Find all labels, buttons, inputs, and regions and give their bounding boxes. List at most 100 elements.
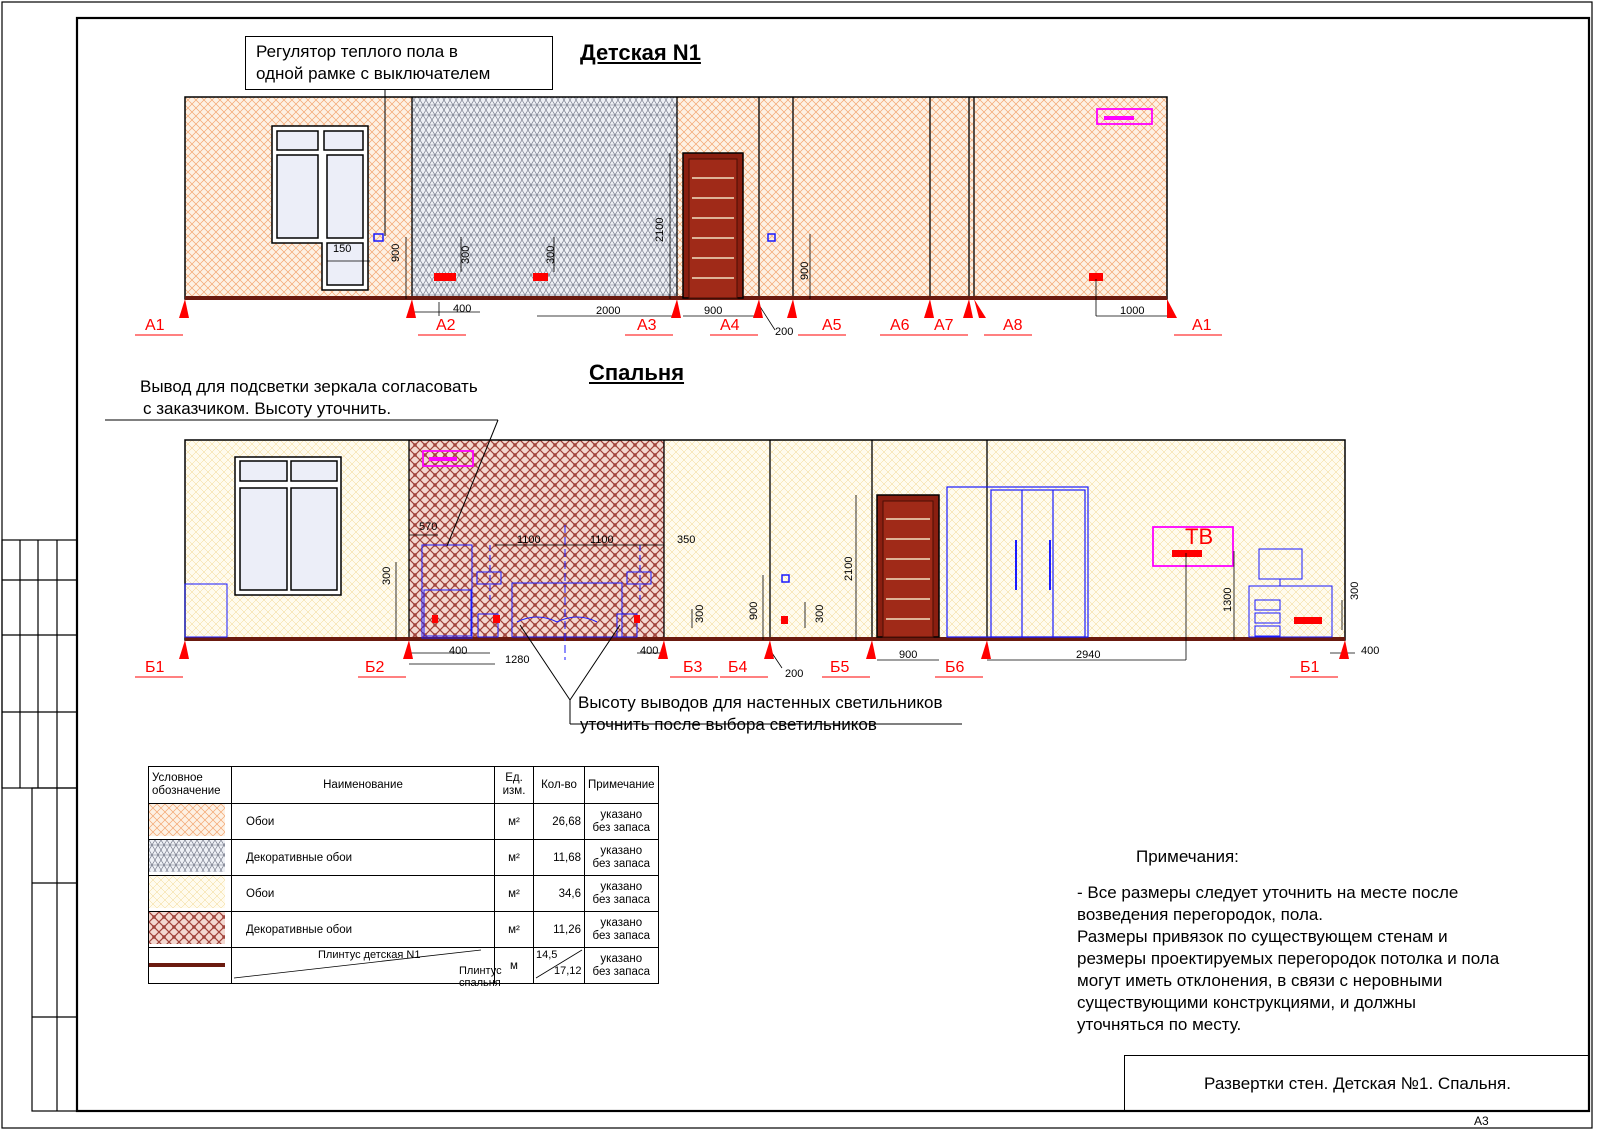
dim-label: 300 [545,245,557,264]
sheet-format: А3 [1474,1114,1489,1128]
legend-name: Обои [231,803,495,840]
header-unit-line: изм. [502,785,526,797]
dim-label: 2940 [1076,649,1101,661]
header-symbol: Условное обозначение [148,766,232,804]
dim-label: 150 [333,243,352,255]
kids-room-title: Детская N1 [580,40,701,65]
marker-a1: А1 [145,317,165,334]
wall-lights-callout: Высоту выводов для настенных светильнико… [578,692,943,736]
dim-label: 200 [775,326,794,338]
section-marker-lines [135,334,1338,678]
note-line: указано [600,880,643,893]
note-line: без запаса [592,893,651,906]
dim-label: 300 [694,604,706,623]
dim-label: 300 [814,604,826,623]
dim-label: 400 [453,303,472,315]
kids-window [271,125,369,291]
kids-socket-3 [1089,273,1103,281]
callout-line: с заказчиком. Высоту уточнить. [143,399,392,418]
note-line: без запаса [592,929,651,942]
bedroom-door [876,494,940,638]
materials-legend: Условное обозначение Наименование Ед. из… [148,766,659,989]
legend-name: Обои [231,875,495,912]
floor-heating-callout: Регулятор теплого пола в одной рамке с в… [245,36,553,90]
dim-label: 300 [381,566,393,585]
legend-plinth-qty: 14,5 17,12 [533,947,585,984]
dim-label: 900 [390,243,402,262]
legend-unit: м [494,947,534,984]
marker-b3: Б3 [683,659,703,676]
bedroom-socket-1 [432,615,438,623]
dim-label: 400 [640,645,659,657]
dim-label: 200 [785,668,804,680]
marker-a3: А3 [637,317,657,334]
dim-label: 400 [1361,645,1380,657]
kids-floor-heating-regulator [373,233,384,242]
callout-line: уточнить после выбора светильников [580,715,877,734]
callout-leaders [105,83,962,725]
bedroom-radiator [184,583,228,638]
dim-label: 2000 [596,305,621,317]
callout-line: Высоту выводов для настенных светильнико… [578,693,943,712]
swatch-yellow-wallpaper [148,875,232,912]
note-line: без запаса [592,965,651,978]
marker-b2: Б2 [365,659,385,676]
header-unit: Ед. изм. [494,766,534,804]
legend-header-row: Условное обозначение Наименование Ед. из… [148,766,659,804]
notes-heading: Примечания: [1136,847,1239,866]
side-stamp [1,539,78,1112]
bedroom-socket-3 [634,615,640,623]
notes-body: - Все размеры следует уточнить на месте … [1077,883,1500,1034]
legend-qty: 11,68 [533,839,585,876]
marker-b1: Б1 [145,659,165,676]
bedroom-elevation [184,439,1355,669]
dim-label: 300 [1349,581,1361,600]
marker-a4: А4 [720,317,740,334]
dim-label: 900 [899,649,918,661]
bedroom-bed-group [421,525,652,660]
bedroom-air-conditioner [422,450,474,467]
kids-air-conditioner [1096,108,1153,125]
note-line: без запаса [592,857,651,870]
kids-socket-1 [434,273,456,281]
swatch-brown-decor [148,911,232,948]
legend-name: Декоративные обои [231,839,495,876]
dim-label: 300 [460,245,472,264]
header-unit-line: Ед. [505,772,523,784]
bedroom-desk-socket [1294,617,1322,624]
bedroom-wardrobe [946,486,1089,638]
bedroom-socket-2 [493,615,500,623]
dim-label: 900 [704,305,723,317]
dim-label: 900 [799,261,811,280]
swatch-orange-wallpaper [148,803,232,840]
dim-label: 400 [449,645,468,657]
legend-unit: м² [494,803,534,840]
legend-qty: 34,6 [533,875,585,912]
kids-door [682,152,744,299]
marker-b6: Б6 [945,659,965,676]
kids-socket-2 [533,273,548,281]
callout-line: Регулятор теплого пола в [256,42,458,61]
plinth-kids-label: Плинтус детская N1 [318,949,421,961]
mirror-light-callout: Вывод для подсветки зеркала согласовать … [140,376,478,420]
note-line: без запаса [592,821,651,834]
legend-table: Условное обозначение Наименование Ед. из… [148,766,659,989]
kids-wall-decor-wallpaper [412,97,677,299]
sheet-title: Развертки стен. Детская №1. Спальня. [1204,1074,1511,1093]
bedroom-switch [781,574,790,583]
bedroom-window [234,456,342,596]
note-line: указано [600,844,643,857]
dim-label: 900 [748,601,760,620]
marker-b5: Б5 [830,659,850,676]
legend-plinth-names: Плинтус детская N1 Плинтус спальня [231,947,502,989]
kids-switch [767,233,776,242]
